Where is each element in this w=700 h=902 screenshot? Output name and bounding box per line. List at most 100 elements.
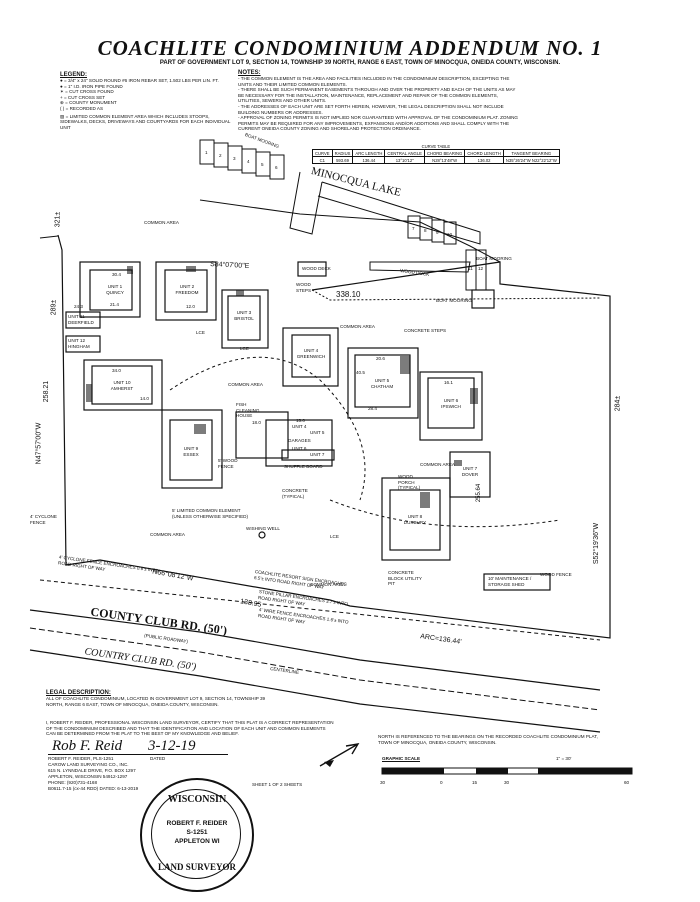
dated-label: DATED — [150, 756, 166, 761]
unit-4-building — [291, 334, 331, 378]
lce-hatch — [186, 266, 196, 272]
signature-line — [48, 754, 228, 755]
job-number: B0611.7-15 (cx-44 RDD) DATED: 6-13-2019 — [48, 786, 139, 791]
shed-building — [483, 573, 551, 591]
legend-heading: LEGEND: — [60, 72, 87, 78]
dimension-label: 18.0 — [252, 420, 261, 425]
seal-name: ROBERT F. REIDER — [166, 820, 228, 827]
graphic-scale-bar — [381, 767, 633, 775]
unit-5-lce — [347, 347, 419, 419]
sheet-number: SHEET 1 OF 2 SHEETS — [252, 782, 303, 787]
dimension-label: 21.4 — [110, 302, 119, 307]
distance-289: 289± — [50, 299, 58, 316]
shed-label: 10' MAINTENANCE / STORAGE SHED — [488, 576, 532, 587]
main-dock — [289, 171, 323, 235]
legend-item: ▨ = LIMITED COMMON ELEMENT AREA WHICH IN… — [60, 113, 231, 130]
unit-5-building — [354, 354, 411, 408]
dimension-label: 20.6 — [376, 356, 385, 361]
road-centerline — [29, 627, 601, 711]
slip-number: 11 — [468, 266, 473, 271]
lce-hatch — [236, 290, 244, 296]
legal-description: LEGAL DESCRIPTION: ALL OF COACHLITE COND… — [46, 690, 266, 707]
slip-number: 6 — [275, 165, 278, 170]
scale-tick: 30 — [380, 780, 386, 785]
slip-number: 3 — [233, 156, 236, 161]
unit-3-lce — [221, 289, 269, 349]
surveyor-name: ROBERT F. REIDER, PLS-1251 — [48, 756, 114, 761]
unit-2-lce — [155, 261, 217, 321]
garage-unit-label: UNIT 4 — [292, 424, 307, 429]
bearing-left: N47°57'00"W — [35, 422, 43, 465]
legend: LEGEND: ● = 3/4" x 24" SOLID ROUND #6 IR… — [60, 72, 235, 130]
lce-hatch — [400, 356, 410, 374]
company-address: APPLETON, WISCONSIN 54912-1297 — [48, 774, 128, 779]
unit-11-building — [65, 311, 101, 329]
scale-tick: 15 — [472, 780, 478, 785]
legend-item: ● = 3/4" x 24" SOLID ROUND #6 IRON REBAR… — [60, 78, 219, 83]
north-arrow-icon — [319, 743, 360, 767]
curve-table: CURVE TABLE CURVE RADIUS ARC LENGTH CENT… — [312, 144, 560, 164]
note-item: - THE COMMON ELEMENT IS THE AREA AND FAC… — [238, 76, 510, 87]
boat-mooring-label: BOAT MOORING — [436, 298, 472, 303]
lce-label: LCE — [196, 330, 205, 335]
path-line — [329, 499, 561, 528]
unit-10-lce — [83, 359, 163, 411]
road-edge-north — [29, 609, 601, 691]
stair-structure — [471, 289, 495, 309]
wood-fence-label: 5' WOOD FENCE — [218, 458, 238, 469]
seal-top-text: WISCONSIN — [167, 794, 227, 805]
path-line — [169, 356, 366, 501]
wood-deck-structure — [297, 261, 327, 277]
signature-date: 3-12-19 — [148, 738, 196, 754]
garage-unit-label: UNIT 5 — [310, 430, 325, 435]
slip-number: 2 — [219, 153, 222, 158]
dimension-label: 34.0 — [112, 368, 121, 373]
unit-8-building — [389, 489, 441, 551]
surveyor-seal: WISCONSIN ROBERT F. REIDER S-1251 APPLET… — [140, 778, 254, 892]
lce-hatch — [470, 388, 478, 404]
common-area-label: COMMON AREA — [150, 532, 185, 537]
legend-item: ⊕ = COUNTY MONUMENT — [60, 100, 117, 106]
unit-4-lce — [282, 327, 339, 387]
utility-pit-label: CONCRETE BLOCK UTILITY PIT — [388, 570, 422, 587]
curve-table-title: CURVE TABLE — [421, 144, 451, 149]
distance-left: 258.21 — [43, 380, 51, 403]
unit-label: UNIT 11 DEERFIELD — [68, 314, 94, 325]
dimension-label: 16.1 — [444, 380, 453, 385]
scale-tick: 0 — [440, 780, 443, 785]
notes: NOTES: - THE COMMON ELEMENT IS THE AREA … — [238, 70, 518, 132]
shuffle-board-label: SHUFFLE BOARD — [284, 464, 323, 469]
scale-tick: 30 — [504, 780, 510, 785]
unit-7-building — [449, 451, 491, 498]
wood-dock — [369, 261, 471, 273]
property-boundary — [57, 234, 611, 639]
slip-number: 12 — [478, 266, 484, 271]
legend-item: ( ) = RECORDED AS — [60, 105, 104, 111]
wood-deck-label: WOOD DECK — [302, 266, 331, 271]
slip-number: 4 — [247, 159, 250, 164]
unit-9-lce — [161, 409, 223, 489]
wood-steps-label: WOOD STEPS — [296, 282, 312, 293]
curve-cell: N35°26'24"W N22°22'12"W — [502, 156, 560, 164]
lce-label: LCE — [330, 534, 339, 539]
dimension-label: 15.0 — [296, 418, 305, 423]
cyclone-fence-label: 4' CYCLONE FENCE — [30, 514, 57, 525]
unit-1-building — [89, 269, 133, 311]
common-area-label: COMMON AREA — [340, 324, 375, 329]
company-address: 615 N. LYNNDALE DRIVE, P.O. BOX 1297 — [48, 768, 136, 773]
cyclone-fence-line — [39, 579, 601, 641]
slip-number: 1 — [205, 150, 208, 155]
fish-house-label: FISH CLEANING HOUSE — [236, 402, 260, 419]
seal-inner-ring — [151, 789, 241, 879]
distance-right: 284± — [614, 395, 622, 412]
slip-number: 5 — [261, 162, 264, 167]
lce-hatch — [127, 266, 133, 274]
lce-hatch — [194, 424, 206, 434]
company-phone: PHONE: (920)731-4168 — [48, 780, 98, 785]
